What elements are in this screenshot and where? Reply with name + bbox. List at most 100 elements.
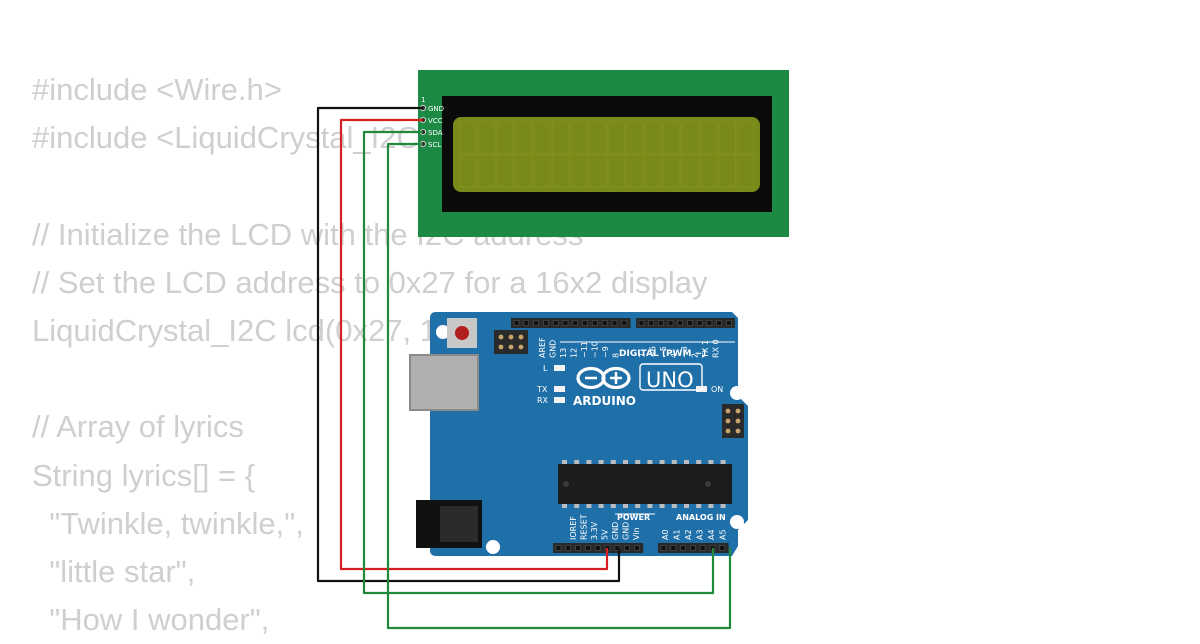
digital-pin-socket[interactable] [572,320,579,326]
uno-badge [639,363,703,391]
pin-label: GND [611,522,620,540]
digital-pin-socket[interactable] [562,320,569,326]
lcd-char-cell [478,154,496,188]
atmega-microcontroller-chip [558,460,732,508]
digital-pin-socket[interactable] [582,320,588,326]
lcd-module[interactable]: 1 GND VCC SDA SCL [418,70,789,237]
code-line-5: // Set the LCD address to 0x27 for a 16x… [32,264,708,300]
lcd-char-cell [607,121,625,155]
analog-pin-socket[interactable] [680,545,686,551]
lcd-pin-label-gnd: GND [428,105,444,113]
power-pin-socket[interactable] [555,545,562,551]
digital-pin-socket[interactable] [513,320,520,326]
pin-label: 3.3V [590,521,599,540]
dc-jack-body [440,506,478,542]
digital-label: DIGITAL (PWM ~) [619,349,706,359]
digital-pin-socket[interactable] [648,320,655,326]
mounting-hole-3 [730,515,744,529]
digital-pin-socket[interactable] [543,320,549,326]
lcd-char-cell [570,121,588,155]
wires [316,106,732,630]
pin-label: IOREF [569,516,578,540]
power-pin-socket[interactable] [634,545,640,551]
pin-label: ~9 [601,346,610,358]
led-rx-label: RX [537,396,549,405]
pin-label: 13 [559,348,568,358]
lcd-char-cell [589,154,607,188]
lcd-char-cell [533,154,551,188]
wire-gnd[interactable] [316,106,621,583]
mounting-hole-1 [436,325,450,339]
mounting-hole-4 [486,540,500,554]
lcd-char-cell [589,121,607,155]
digital-pin-socket[interactable] [533,320,539,326]
power-pin-socket[interactable] [594,545,601,551]
pin-label: A5 [719,529,728,540]
digital-pin-socket[interactable] [725,320,732,326]
wire-sda[interactable] [362,130,715,595]
lcd-pin-label-scl: SCL [428,141,441,149]
code-line-11: "little star", [32,553,196,589]
lcd-char-cell [552,121,570,155]
digital-pin-socket[interactable] [592,320,598,326]
power-pin-socket[interactable] [624,545,630,551]
code-line-1: #include <Wire.h> [32,72,282,107]
digital-pin-socket[interactable] [716,320,722,326]
lcd-char-cell [718,154,736,188]
analog-pin-socket[interactable] [699,545,706,551]
pin-label: GND [549,340,558,358]
power-pin-socket[interactable] [585,545,591,551]
pin-label: A1 [673,529,682,540]
led-on-label: ON [711,385,723,394]
digital-pin-socket[interactable] [552,320,559,326]
lcd-char-cell [700,154,718,188]
mounting-hole-2 [730,386,744,400]
pin-label: ~3 [680,346,689,358]
pin-label: ~11 [580,341,589,358]
digital-pin-socket[interactable] [523,320,530,326]
wire-scl[interactable] [386,142,732,630]
arduino-logo-icon [576,366,631,390]
pin-label: AREF [538,337,547,358]
digital-header-right[interactable] [636,318,735,328]
analog-pin-socket[interactable] [670,545,677,551]
power-pin-socket[interactable] [575,545,581,551]
pin-label: TX 1 [701,340,710,359]
digital-pin-socket[interactable] [601,320,608,326]
pin-label: RESET [580,514,589,540]
lcd-char-cell [626,121,644,155]
code-line-9: String lyrics[] = { [32,457,256,493]
pin-label: ~5 [659,346,668,358]
reset-button-cap[interactable] [455,326,469,340]
pin-label: A2 [684,529,693,540]
power-pin-socket[interactable] [565,545,572,551]
digital-pin-socket[interactable] [621,320,628,326]
analog-pin-socket[interactable] [690,545,696,551]
digital-pin-socket[interactable] [658,320,664,326]
digital-pin-socket[interactable] [687,320,693,326]
power-header[interactable] [553,543,644,553]
usb-connector [409,354,479,411]
lcd-char-cell [515,154,533,188]
lcd-char-cell [644,154,662,188]
analog-pin-socket[interactable] [719,545,726,551]
digital-pin-socket[interactable] [677,320,684,326]
analog-pin-socket[interactable] [660,545,667,551]
digital-pin-socket[interactable] [611,320,618,326]
code-line-10: "Twinkle, twinkle,", [32,505,304,541]
digital-pin-socket[interactable] [696,320,703,326]
led-tx [554,386,565,392]
lcd-char-cell [552,154,570,188]
digital-header-left[interactable] [511,318,631,328]
uno-model-text: UNO [646,368,694,392]
analog-header[interactable] [658,543,729,553]
digital-pin-socket[interactable] [638,320,645,326]
lcd-char-cell [478,121,496,155]
digital-pin-socket[interactable] [706,320,713,326]
lcd-char-cell [607,154,625,188]
pin-label: 7 [638,353,647,358]
digital-pin-socket[interactable] [667,320,674,326]
wire-vcc[interactable] [339,118,609,571]
lcd-char-cell [496,154,514,188]
